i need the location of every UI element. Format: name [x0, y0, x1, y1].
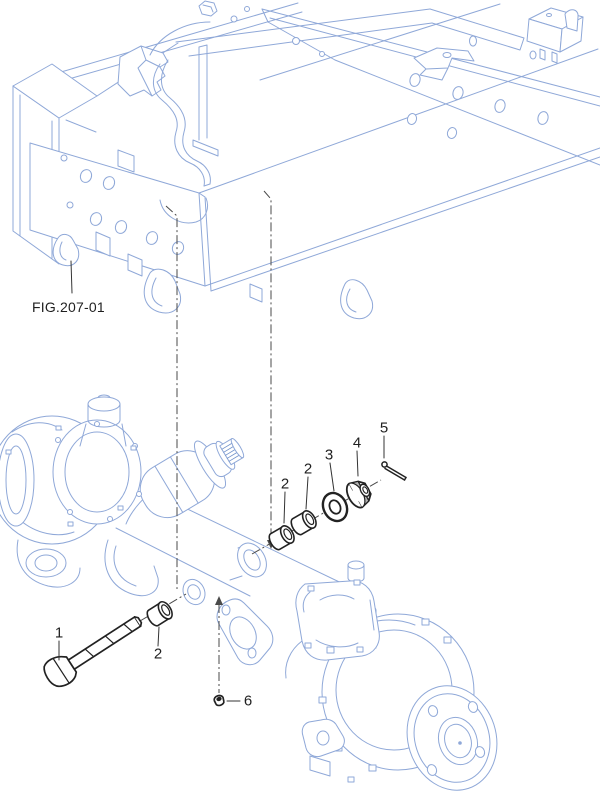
- part-bushing-b: [268, 525, 295, 551]
- part-flange-nut: [345, 480, 372, 509]
- part-hex-bolt: [43, 616, 143, 688]
- part-pin: [381, 461, 407, 481]
- callout-label-3: 3: [324, 446, 334, 464]
- callout-label-2a: 2: [153, 645, 163, 663]
- part-bushing-a: [146, 600, 173, 627]
- leader-2a: [157, 626, 160, 647]
- part-plug: [213, 694, 225, 707]
- frame-locator-line-left: [165, 205, 178, 589]
- leader-3: [329, 462, 335, 492]
- callout-label-1: 1: [54, 624, 64, 642]
- callout-label-2c: 2: [303, 460, 313, 478]
- callout-label-2b: 2: [280, 475, 290, 493]
- callout-label-4: 4: [352, 434, 362, 452]
- part-bushing-c: [290, 510, 317, 536]
- arrow-up-icon: [215, 596, 223, 605]
- leader-lines: [58, 260, 385, 702]
- frame-locator-line-right: [263, 190, 272, 540]
- leader-4: [356, 450, 359, 477]
- figure-reference-label: FIG.207-01: [32, 299, 105, 315]
- gearbox-drawing: [285, 560, 498, 791]
- leader-2c: [305, 476, 309, 510]
- leader-fig-ref: [70, 260, 73, 294]
- frame-drawing: [12, 0, 600, 320]
- axle-assembly-drawing: [0, 394, 357, 666]
- part-washer: [321, 491, 349, 523]
- callout-label-5: 5: [379, 419, 389, 437]
- callout-label-6: 6: [243, 692, 253, 710]
- leader-2b: [283, 491, 286, 524]
